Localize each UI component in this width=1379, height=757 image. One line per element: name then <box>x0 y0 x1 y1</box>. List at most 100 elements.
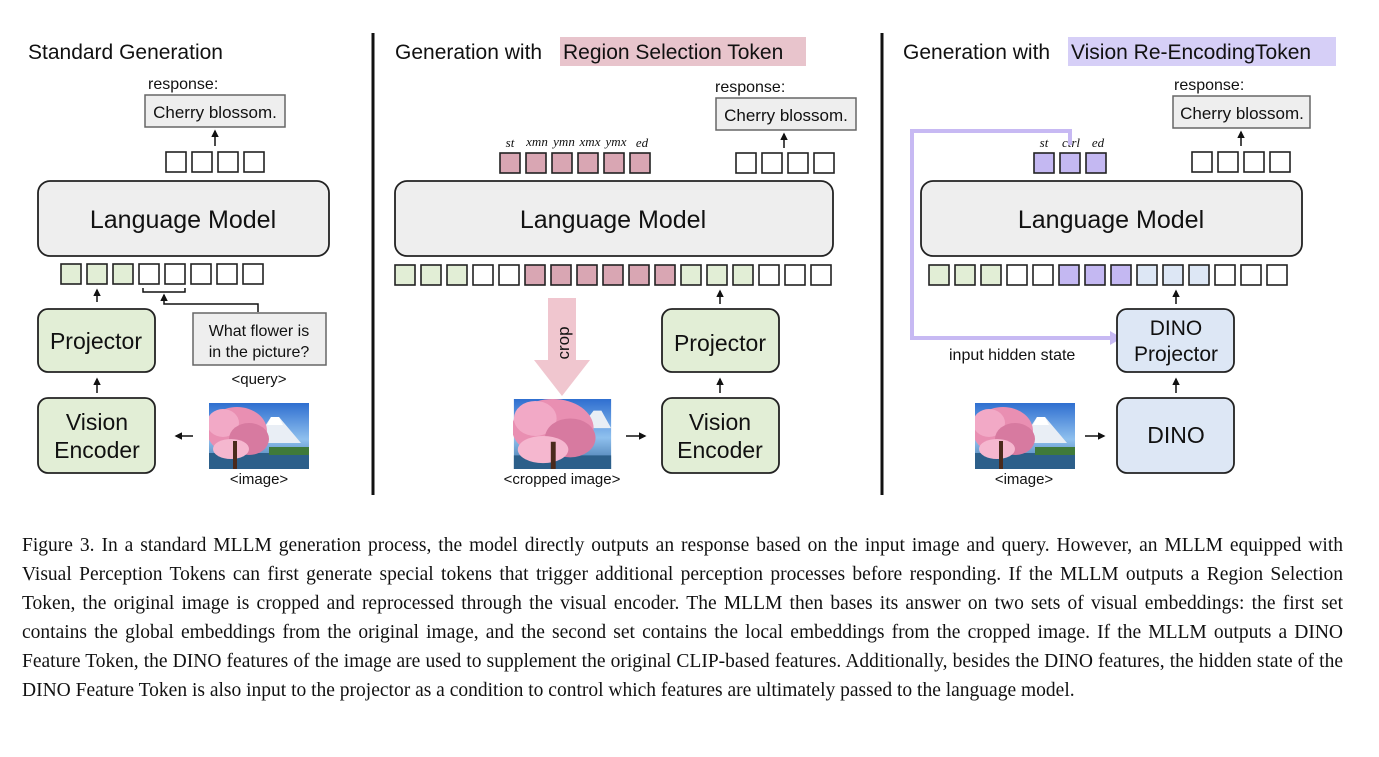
token-text <box>784 264 806 286</box>
panel1-vision-encoder <box>37 397 156 474</box>
panel1-input-tokens <box>60 263 264 285</box>
token-visual <box>680 264 702 286</box>
panel1-response-box <box>144 94 286 128</box>
token-region <box>551 152 573 174</box>
token-text <box>1266 264 1288 286</box>
token-vision <box>1110 264 1132 286</box>
panel1-encoder-line1: Vision <box>66 409 128 435</box>
token <box>761 152 783 174</box>
token-text <box>216 263 238 285</box>
token-visual <box>60 263 82 285</box>
panel3-title: Generation with Vision Re-EncodingToken <box>903 41 1311 64</box>
panel3-hidden-state-label: input hidden state <box>949 347 1075 364</box>
panel2-output-tokens <box>735 152 835 174</box>
figure-caption: Figure 3. In a standard MLLM generation … <box>22 535 1343 701</box>
token-vision <box>1033 152 1055 174</box>
token-text <box>164 263 186 285</box>
token-visual <box>86 263 108 285</box>
panel2-title: Generation with Region Selection Token <box>395 41 783 64</box>
panel2-projector-label: Projector <box>674 330 766 356</box>
panel3-dino-projector <box>1116 308 1235 373</box>
panel1-arrow-query <box>160 293 259 312</box>
panel2-region-token-labels: st xmn ymn xmx ymx ed <box>506 134 649 150</box>
token-visual <box>928 264 950 286</box>
token-text <box>810 264 832 286</box>
token-text <box>1214 264 1236 286</box>
panel2-image-tag: <cropped image> <box>504 471 621 488</box>
token-text <box>190 263 212 285</box>
panel2-crop-arrow <box>534 298 590 396</box>
panel3-language-model <box>920 180 1303 257</box>
panel1-projector-label: Projector <box>50 328 142 354</box>
panel3-language-model-label: Language Model <box>1018 206 1204 234</box>
token-visual <box>446 264 468 286</box>
panel2-language-model <box>394 180 834 257</box>
panel-standard-generation: Standard Generation response: Cherry blo… <box>28 41 330 488</box>
panel2-cropped-image <box>513 399 612 469</box>
panel1-encoder-line2: Encoder <box>54 437 140 463</box>
panel1-query-tag: <query> <box>231 371 286 388</box>
token <box>813 152 835 174</box>
token-text <box>498 264 520 286</box>
token-text <box>242 263 264 285</box>
token-dino <box>1162 264 1184 286</box>
token-label-xmx: xmx <box>579 134 601 149</box>
token-visual <box>706 264 728 286</box>
token-visual <box>980 264 1002 286</box>
panel2-vision-encoder <box>661 397 780 474</box>
token-region <box>654 264 676 286</box>
token-region <box>577 152 599 174</box>
panel1-query-box <box>192 312 327 366</box>
panel1-language-model-label: Language Model <box>90 206 276 234</box>
panel2-language-model-label: Language Model <box>520 206 706 234</box>
token-region <box>499 152 521 174</box>
panel1-title: Standard Generation <box>28 41 223 64</box>
token-text <box>138 263 160 285</box>
token-visual <box>420 264 442 286</box>
token-vision <box>1058 264 1080 286</box>
panel1-cherry-image <box>209 403 309 469</box>
panel3-vision-tokens <box>1033 152 1107 174</box>
token-text <box>758 264 780 286</box>
token-text <box>1006 264 1028 286</box>
token-region <box>629 152 651 174</box>
panel1-query-line2: in the picture? <box>209 344 310 361</box>
token-visual <box>954 264 976 286</box>
panel3-input-tokens <box>928 264 1288 286</box>
panel2-input-tokens <box>394 264 832 286</box>
panel1-query-line1: What flower is <box>209 323 309 340</box>
token <box>217 151 239 173</box>
token-label-ymn: ymn <box>551 134 575 149</box>
panel3-output-tokens <box>1191 151 1291 173</box>
panel2-projector <box>661 308 780 373</box>
panel3-projector-line1: DINO <box>1150 317 1203 340</box>
token-vision <box>1059 152 1081 174</box>
panel3-response-text: Cherry blossom. <box>1180 104 1304 123</box>
panel1-projector <box>37 308 156 373</box>
panel3-response-label: response: <box>1174 77 1244 94</box>
panel-region-selection: Generation with Region Selection Token r… <box>394 37 857 488</box>
token-region <box>550 264 572 286</box>
panel3-cherry-image <box>975 403 1075 469</box>
panel2-encoder-line2: Encoder <box>677 437 763 463</box>
token-visual <box>732 264 754 286</box>
token <box>1217 151 1239 173</box>
token <box>243 151 265 173</box>
token <box>1191 151 1213 173</box>
panel2-title-prefix: Generation with <box>395 41 548 64</box>
token-vision <box>1085 152 1107 174</box>
panel3-title-prefix: Generation with <box>903 41 1056 64</box>
panel2-title-highlight <box>560 37 806 66</box>
token-vision <box>1084 264 1106 286</box>
panel2-response-box <box>715 97 857 131</box>
panel3-vision-token-labels: st ctrl ed <box>1040 135 1105 150</box>
panel2-region-tokens <box>499 152 651 174</box>
token <box>1269 151 1291 173</box>
token-label-ed: ed <box>636 135 649 150</box>
panel3-dino <box>1116 397 1235 474</box>
panel3-title-highlight-text: Vision Re-EncodingToken <box>1071 41 1311 64</box>
token-region <box>628 264 650 286</box>
panel3-title-highlight <box>1068 37 1336 66</box>
token-text <box>472 264 494 286</box>
token-dino <box>1188 264 1210 286</box>
